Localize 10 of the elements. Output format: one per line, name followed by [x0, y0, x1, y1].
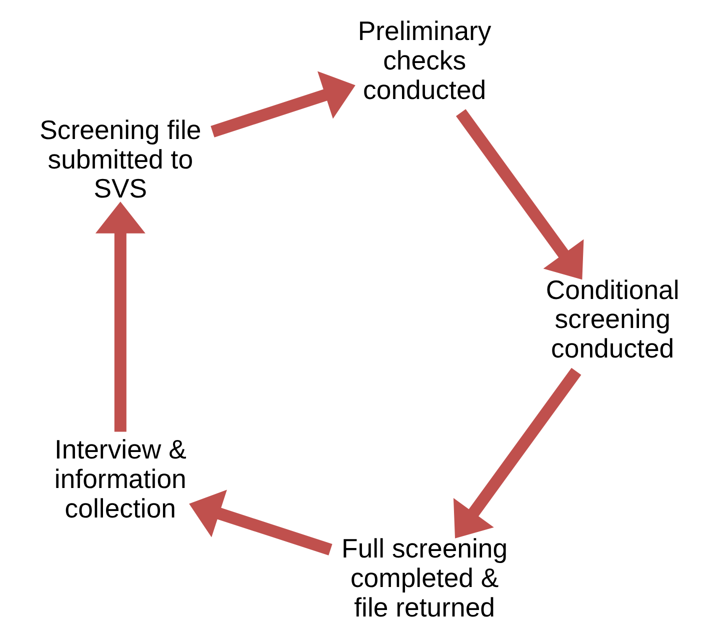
arrow — [188, 490, 332, 556]
arrow — [452, 368, 581, 538]
arrow — [455, 109, 584, 280]
arrow — [94, 202, 145, 432]
node-text: Full screening completed & file returned — [341, 534, 508, 622]
node-text: Conditional screening conducted — [545, 274, 679, 364]
node-text: Preliminary checks conducted — [357, 16, 491, 105]
arrow — [210, 71, 355, 138]
node-text: Interview & information collection — [54, 434, 186, 524]
node-text: Screening file submitted to SVS — [39, 114, 201, 204]
